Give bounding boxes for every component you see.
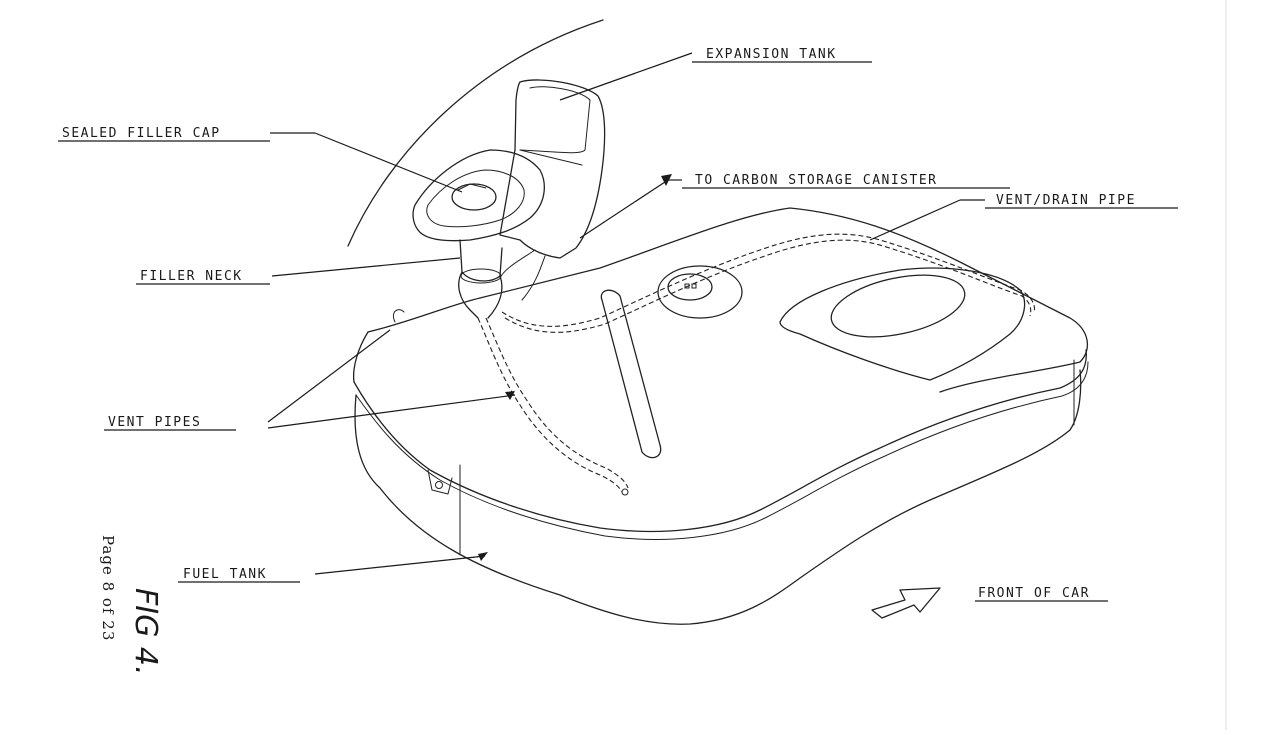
label-expansion-tank: EXPANSION TANK [706, 47, 837, 62]
expansion-tank-top-face [519, 86, 591, 154]
filler-housing-outer [412, 149, 545, 242]
sealed-filler-cap-shape [451, 183, 497, 211]
vent-pipes-arrow-head [505, 391, 515, 400]
tank-pad-recess [830, 274, 966, 338]
label-sealed-filler-cap: SEALED FILLER CAP [62, 126, 221, 141]
tank-top-outline [367, 207, 1089, 393]
label-front-of-car: FRONT OF CAR [978, 586, 1090, 601]
filler-assembly-drawing [412, 79, 606, 319]
tank-seam-flange-lower [355, 361, 1089, 540]
fuel-tank-drawing [352, 207, 1089, 625]
body-panel-curve [347, 19, 604, 247]
mounting-hole [435, 481, 443, 489]
label-fuel-tank: FUEL TANK [183, 567, 267, 582]
filler-neck-lower [458, 271, 503, 319]
tank-top-rib [600, 289, 662, 459]
leader-vent-pipes-a [267, 394, 516, 429]
sender-unit-outer [657, 265, 743, 319]
filler-cap-handle [457, 183, 487, 191]
label-vent-pipes: VENT PIPES [108, 415, 201, 430]
vent-pipe-end [621, 488, 629, 496]
vent-pipe-route-b [485, 317, 629, 489]
label-to-carbon-storage-canister: TO CARBON STORAGE CANISTER [695, 173, 938, 188]
label-vent-drain-pipe: VENT/DRAIN PIPE [996, 193, 1136, 208]
leader-lines [267, 52, 985, 575]
expansion-filler-pipe [499, 249, 546, 301]
leader-fuel-tank [314, 555, 486, 575]
vent-pipe-route-a [477, 317, 623, 493]
front-direction-arrow-icon [871, 587, 941, 619]
fuel-tank-arrow-head [478, 552, 488, 561]
leader-sealed-cap-b [314, 132, 463, 193]
expansion-tank-seam [519, 149, 583, 166]
tank-left-edge [352, 331, 369, 383]
tank-raised-pad [779, 267, 1026, 381]
callout-labels: EXPANSION TANK SEALED FILLER CAP TO CARB… [58, 47, 1178, 602]
sender-terminal-right [691, 283, 697, 289]
leader-expansion-tank [559, 52, 693, 101]
expansion-tank-body [499, 79, 606, 259]
figure-label: FIG 4. [128, 588, 163, 676]
vent-drain-pipe-route-b [504, 239, 1032, 333]
sender-unit-inner [667, 273, 713, 301]
mounting-tab [427, 469, 453, 495]
leader-filler-neck [271, 257, 461, 277]
tank-seam-flange [353, 349, 1087, 533]
tank-lower-body [354, 369, 1082, 625]
leader-vent-pipes-b [267, 329, 391, 423]
carbon-arrow-head [661, 174, 672, 186]
leader-carbon-b [579, 179, 669, 239]
vent-pipe-left-outlet [392, 309, 405, 323]
label-filler-neck: FILLER NECK [140, 269, 243, 284]
filler-neck-shape [459, 239, 503, 282]
page-number: Page 8 of 23 [99, 535, 117, 641]
leader-vent-drain-b [869, 199, 961, 241]
filler-housing-inner [426, 169, 525, 228]
